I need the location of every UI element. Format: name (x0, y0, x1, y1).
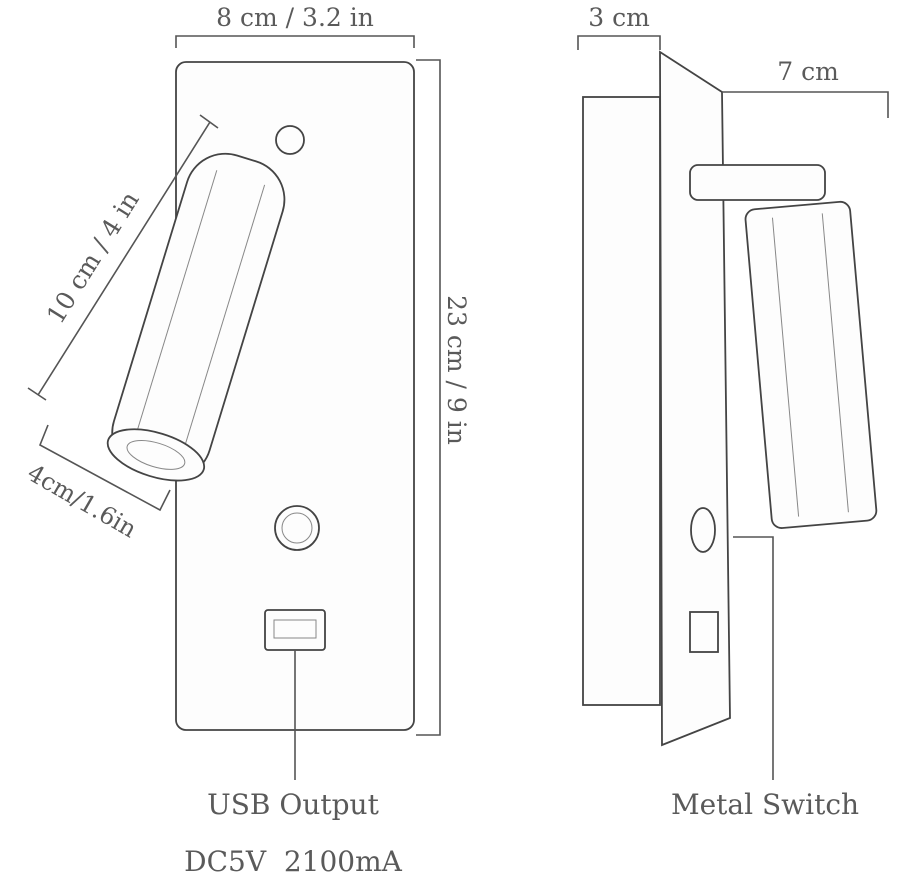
side-lamp-head (744, 200, 878, 529)
side-arm (689, 164, 826, 201)
side-back-box (582, 96, 661, 706)
side-switch (690, 507, 716, 553)
side-usb (689, 611, 719, 653)
switch-leader-line (733, 536, 774, 780)
width-dimension-line (175, 35, 415, 48)
pivot-knob (275, 125, 305, 155)
height-dimension-line (416, 59, 441, 736)
side-view (577, 35, 889, 780)
side-plate (659, 50, 731, 747)
projection-label: 7 cm (777, 57, 839, 86)
front-view (27, 35, 441, 780)
lamp-head (106, 152, 286, 482)
usb-spec-label: DC5V 2100mA (184, 845, 403, 878)
metal-switch-label: Metal Switch (671, 788, 859, 821)
height-label: 23 cm / 9 in (442, 295, 471, 445)
depth-dimension-line (577, 35, 661, 50)
usb-output-label: USB Output (207, 788, 379, 821)
arm-dimension-line (27, 114, 219, 401)
touch-switch (274, 505, 320, 551)
depth-label: 3 cm (588, 3, 650, 32)
width-label: 8 cm / 3.2 in (216, 3, 374, 32)
projection-dimension-line (722, 91, 889, 118)
head-dimension-line (38, 424, 171, 512)
head-diameter-label: 4cm/1.6in (23, 459, 142, 544)
